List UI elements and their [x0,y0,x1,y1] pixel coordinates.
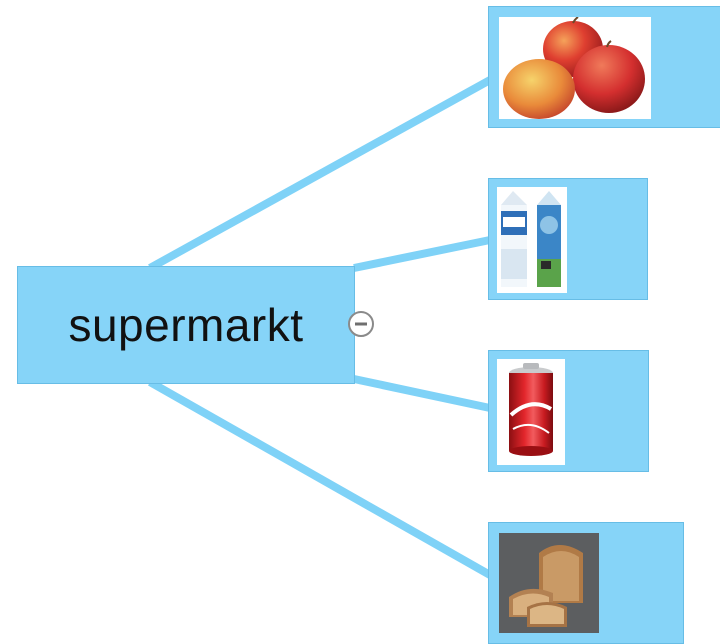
collapse-icon[interactable] [347,310,375,338]
central-topic-label: supermarkt [68,299,304,351]
connector-cola [353,375,491,412]
bread-image [499,533,599,633]
branch-node-bread[interactable] [488,522,684,644]
connector-milk [353,236,491,272]
milk-cartons-image [497,187,567,293]
apples-image [499,17,651,119]
cola-can-image [497,359,565,465]
central-topic[interactable]: supermarkt [17,266,355,384]
branch-node-milk[interactable] [488,178,648,300]
branch-node-cola[interactable] [488,350,649,472]
branch-node-apples[interactable] [488,6,720,128]
connector-apples [148,76,492,272]
connector-bread [148,378,492,579]
